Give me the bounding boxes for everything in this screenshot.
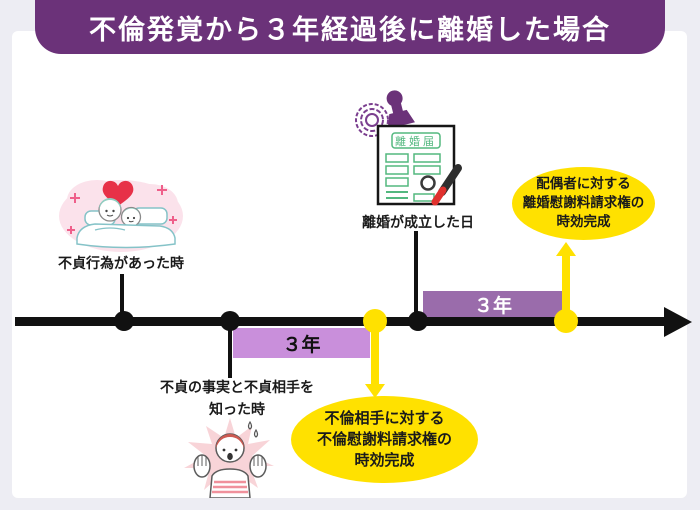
divorce-paper-icon: 離婚届: [355, 90, 462, 206]
event-dot-affair: [114, 311, 134, 331]
event-label-affair: 不貞行為があった時: [58, 255, 184, 271]
timeline-arrowhead-icon: [664, 307, 692, 337]
stem-divorce: [414, 231, 418, 322]
hand-icon: [193, 454, 211, 478]
event-label-discovery-line2: 知った時: [209, 400, 265, 417]
shocked-person-icon: [184, 418, 274, 499]
period-label: ３年: [473, 296, 512, 317]
callout-line: 時効完成: [556, 213, 611, 229]
callout-line: 離婚慰謝料請求権の: [522, 195, 645, 211]
page-title: 不倫発覚から３年経過後に離婚した場合: [89, 14, 611, 45]
event-dot-discovery: [220, 311, 240, 331]
sparkle-icon: [67, 185, 177, 234]
stem-affair: [120, 274, 124, 321]
event-dot-divorce: [408, 311, 428, 331]
event-dot-limitation-spouse: [554, 309, 578, 333]
pen-icon: [431, 164, 462, 206]
period-bar-infidelity-claim: ３年: [233, 328, 370, 358]
shocked-person-illustration: [176, 414, 284, 499]
divorce-paper-illustration: 離婚届: [348, 86, 466, 210]
event-dot-limitation-partner: [363, 309, 387, 333]
hand-icon: [249, 454, 267, 478]
event-label-discovery: 不貞の事実と不貞相手を 知った時: [137, 377, 337, 420]
period-bar-divorce-claim: ３年: [423, 291, 563, 318]
callout-line: 不倫慰謝料請求権の: [316, 430, 452, 448]
callout-line: 時効完成: [354, 452, 415, 470]
arrow-down-icon: [365, 384, 385, 398]
arrow-up-icon: [556, 242, 576, 256]
arrow-down-shaft: [371, 332, 379, 384]
event-label-discovery-line1: 不貞の事実と不貞相手を: [160, 379, 314, 395]
period-label: ３年: [282, 334, 321, 356]
arrow-up-shaft: [562, 256, 570, 313]
callout-line: 不倫相手に対する: [324, 409, 445, 427]
sweat-drop-icon: [247, 420, 259, 438]
event-label-divorce: 離婚が成立した日: [362, 214, 474, 230]
callout-partner-limitation: 不倫相手に対する 不倫慰謝料請求権の 時効完成: [291, 396, 478, 483]
scribble-icon: [355, 103, 389, 137]
callout-line: 配偶者に対する: [536, 176, 631, 192]
callout-spouse-limitation: 配偶者に対する 離婚慰謝料請求権の 時効完成: [512, 167, 655, 240]
title-banner: 不倫発覚から３年経過後に離婚した場合: [35, 0, 665, 54]
stamp-icon: [386, 90, 415, 129]
timeline-axis: [15, 317, 670, 326]
couple-in-bed-illustration: [55, 168, 195, 256]
paper-title-text: 離婚届: [395, 134, 437, 148]
stem-discovery: [228, 322, 232, 378]
couple-in-bed-icon: [59, 180, 183, 252]
